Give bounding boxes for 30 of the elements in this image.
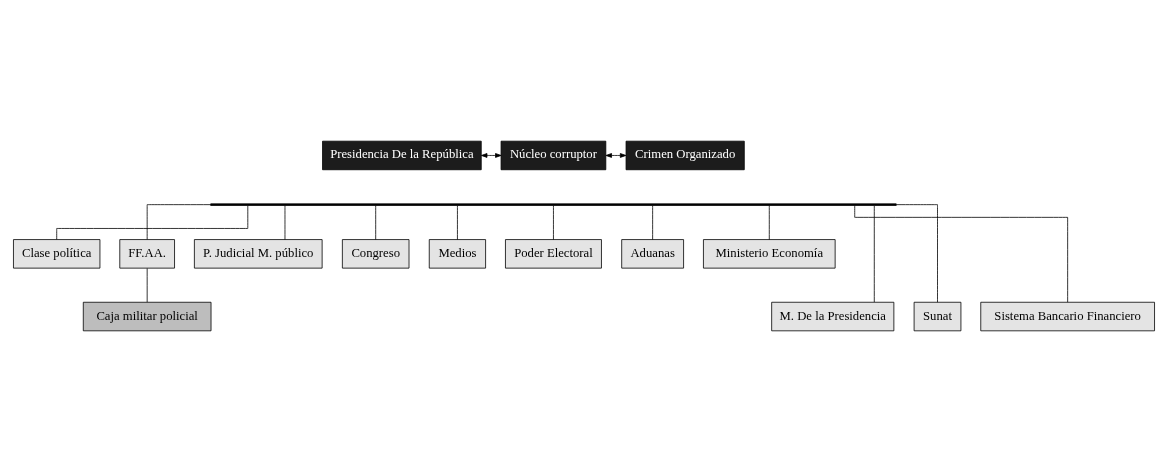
connector [56, 205, 249, 240]
connector [896, 204, 938, 303]
node-box: M. De la Presidencia [771, 301, 895, 332]
node-box: Poder Electoral [505, 239, 602, 269]
node-box: Sunat [913, 301, 962, 332]
connector [284, 205, 286, 240]
node-box: FF.AA. [119, 239, 175, 269]
connector [854, 205, 1069, 303]
node-box: Medios [428, 239, 486, 269]
connector [375, 205, 377, 240]
connector [146, 204, 211, 240]
node-box: Aduanas [621, 239, 684, 269]
node-box: P. Judicial M. público [194, 239, 323, 269]
connector [873, 205, 875, 303]
arrow [481, 153, 502, 158]
node-box: Clase política [13, 239, 101, 269]
connector [457, 205, 458, 240]
arrow [605, 153, 627, 158]
node-box: Crimen Organizado [625, 140, 745, 171]
connector [768, 205, 770, 240]
connector [146, 268, 148, 303]
connector [652, 205, 654, 240]
node-box: Ministerio Economía [703, 239, 836, 269]
node-box: Sistema Bancario Financiero [980, 301, 1155, 332]
connector [553, 205, 554, 240]
node-box: Congreso [341, 239, 410, 269]
node-bar [210, 203, 897, 206]
node-box: Núcleo corruptor [500, 140, 607, 171]
node-box: Presidencia De la República [322, 140, 482, 171]
node-box: Caja militar policial [82, 301, 212, 332]
